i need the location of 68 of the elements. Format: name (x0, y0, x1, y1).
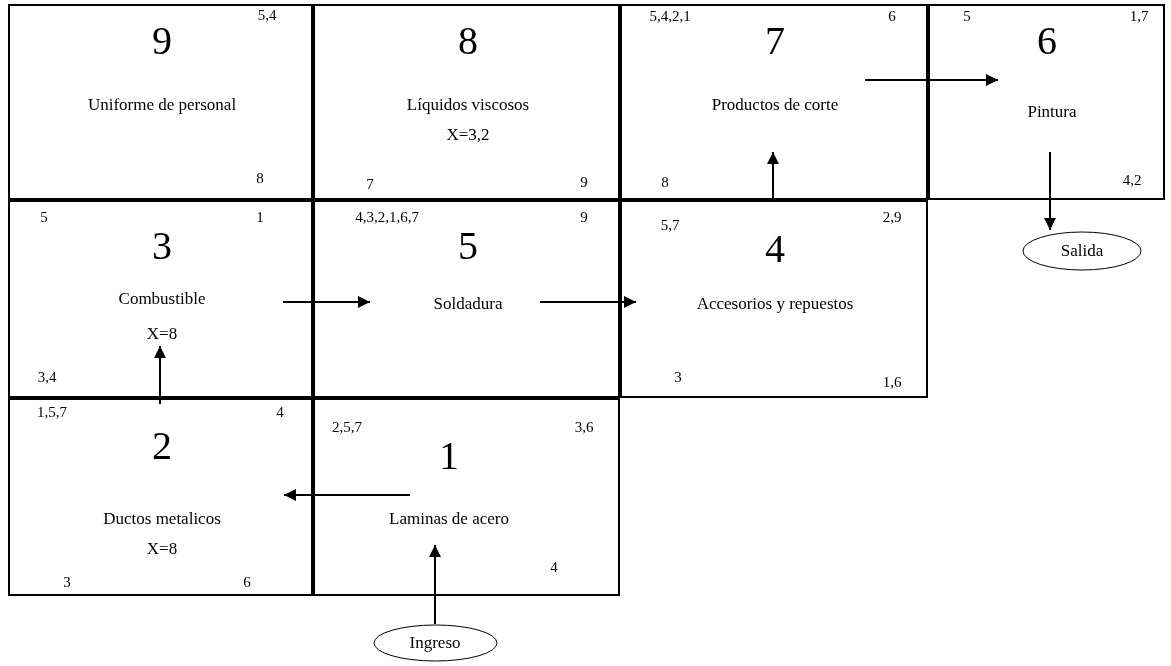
relation-code: 1 (256, 208, 264, 226)
arrow (282, 296, 371, 308)
relation-code: 9 (580, 173, 588, 191)
area-label: Ingreso (409, 633, 461, 653)
area-number: 7 (765, 16, 785, 64)
arrow (154, 345, 166, 405)
terminal-ellipse (1022, 231, 1142, 271)
relation-code: 7 (366, 175, 374, 193)
area-label: X=8 (146, 324, 178, 344)
area-label: Líquidos viscosos (406, 95, 530, 115)
relation-code: 9 (580, 208, 588, 226)
area-label: Uniforme de personal (87, 95, 237, 115)
relation-code: 3,4 (37, 368, 57, 386)
area-label: Laminas de acero (389, 509, 509, 529)
relation-code: 5 (40, 208, 48, 226)
relation-code: 5,4 (257, 6, 277, 24)
area-label: Productos de corte (711, 95, 839, 115)
relation-code: 3,6 (574, 418, 594, 436)
relation-code: 5,4,2,1 (649, 7, 691, 25)
arrow (539, 296, 637, 308)
area-number: 6 (1037, 16, 1057, 64)
area-box (620, 4, 928, 200)
relation-code: 1,6 (882, 373, 902, 391)
area-label: Pintura (1027, 102, 1077, 122)
relation-code: 4,2 (1122, 171, 1142, 189)
relation-code: 3 (674, 368, 682, 386)
area-number: 8 (458, 16, 478, 64)
relation-code: 4,3,2,1,6,7 (355, 208, 419, 226)
relation-code: 1,7 (1129, 7, 1149, 25)
arrow (429, 544, 441, 625)
area-box (313, 200, 620, 398)
area-box (928, 4, 1165, 200)
area-box (8, 200, 313, 398)
area-label: Ductos metalicos (103, 509, 221, 529)
relation-code: 1,5,7 (37, 403, 67, 421)
relation-code: 5,7 (660, 216, 680, 234)
relation-code: 4 (276, 403, 284, 421)
relation-code: 6 (243, 573, 251, 591)
relation-code: 3 (63, 573, 71, 591)
area-label: X=3,2 (446, 125, 490, 145)
relation-code: 2,5,7 (332, 418, 362, 436)
area-number: 3 (152, 221, 172, 269)
terminal-ellipse (373, 624, 498, 662)
area-box (8, 398, 313, 596)
area-number: 4 (765, 224, 785, 272)
area-box (313, 4, 620, 200)
area-box (313, 398, 620, 596)
area-number: 2 (152, 421, 172, 469)
arrow (1044, 151, 1056, 231)
area-label: Accesorios y repuestos (696, 294, 854, 314)
area-box (620, 200, 928, 398)
relation-code: 4 (550, 558, 558, 576)
relation-code: 8 (661, 173, 669, 191)
area-number: 5 (458, 221, 478, 269)
area-label: Combustible (118, 289, 206, 309)
relation-code: 5 (963, 7, 971, 25)
arrow (767, 151, 779, 201)
arrow (864, 74, 999, 86)
relation-code: 8 (256, 169, 264, 187)
area-number: 9 (152, 16, 172, 64)
area-box (8, 4, 313, 200)
area-number: 1 (439, 431, 459, 479)
relation-code: 2,9 (882, 208, 902, 226)
area-label: X=8 (146, 539, 178, 559)
area-label: Salida (1060, 241, 1104, 261)
relation-code: 6 (888, 7, 896, 25)
area-label: Soldadura (433, 294, 503, 314)
arrow (283, 489, 411, 501)
